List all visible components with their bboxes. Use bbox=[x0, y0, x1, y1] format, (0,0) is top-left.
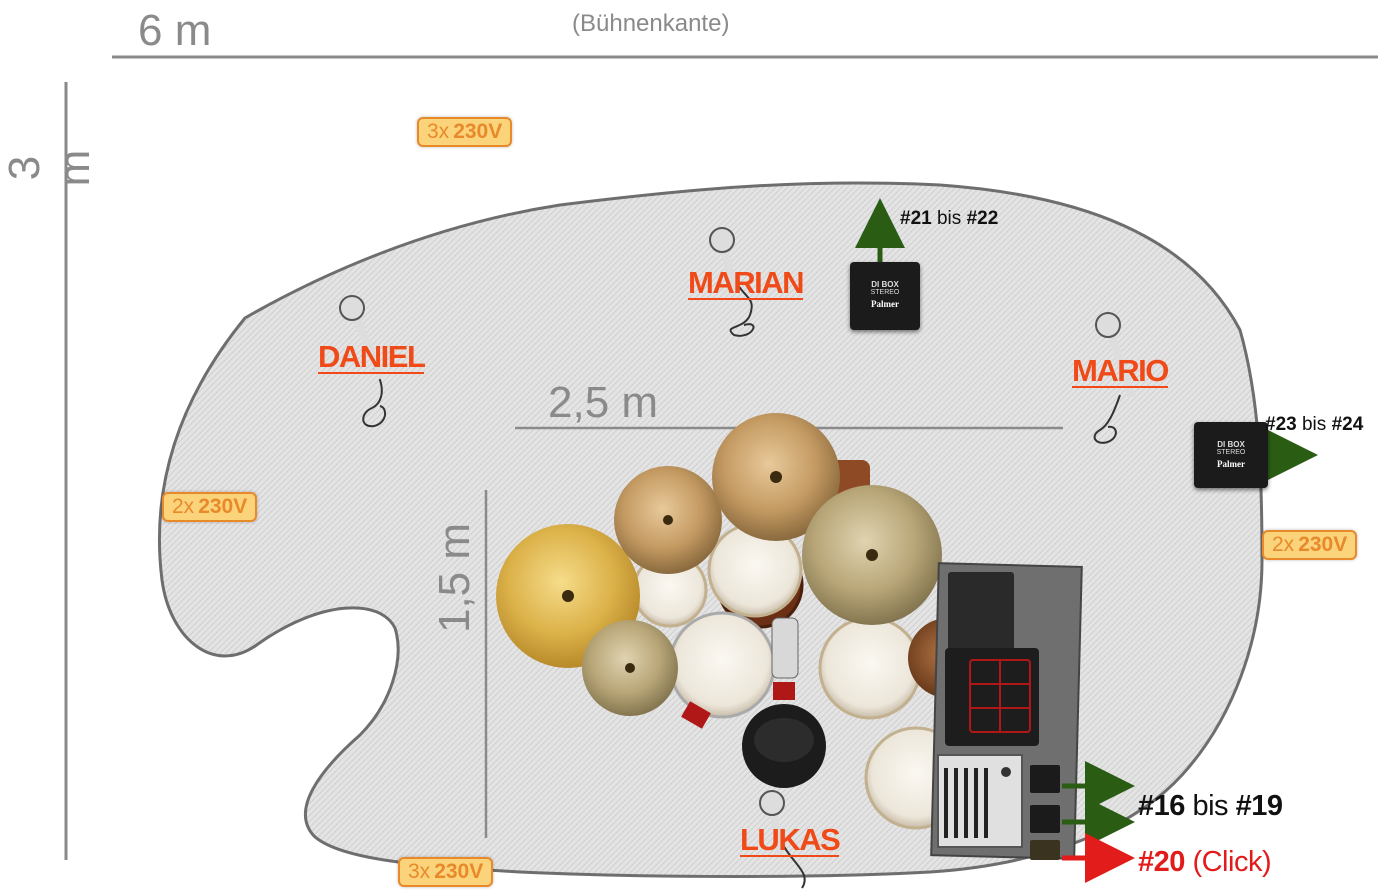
height-label: 3 m bbox=[0, 149, 99, 187]
di-box-icon-marian: DI BOX STEREO Palmer bbox=[850, 262, 920, 330]
microphone-icon-lukas bbox=[759, 790, 806, 889]
inner-width-label: 2,5 m bbox=[548, 378, 659, 427]
channel-label-click: #20 (Click) bbox=[1138, 846, 1272, 878]
keyboard-icon bbox=[937, 754, 1060, 860]
channel-label-keys: #16 bis #19 bbox=[1138, 790, 1283, 822]
di-box-icon-mario: DI BOX STEREO Palmer bbox=[1194, 422, 1268, 488]
microphone-icon-marian bbox=[709, 227, 755, 337]
stage-edge-label: (Bühnenkante) bbox=[572, 10, 730, 37]
drum-kit-icon bbox=[496, 413, 988, 830]
channel-label-mario-di: #23 bis #24 bbox=[1265, 414, 1364, 435]
inner-height-label: 1,5 m bbox=[430, 522, 479, 634]
channel-label-marian-di: #21 bis #22 bbox=[900, 208, 999, 229]
performer-name-daniel: DANIEL bbox=[318, 339, 426, 374]
microphone-icon-mario bbox=[1093, 312, 1136, 444]
microphone-icon-daniel bbox=[339, 295, 387, 428]
performer-name-marian: MARIAN bbox=[688, 265, 805, 300]
width-label: 6 m bbox=[138, 6, 212, 55]
performer-name-mario: MARIO bbox=[1072, 353, 1169, 388]
performer-name-lukas: LUKAS bbox=[740, 822, 841, 857]
